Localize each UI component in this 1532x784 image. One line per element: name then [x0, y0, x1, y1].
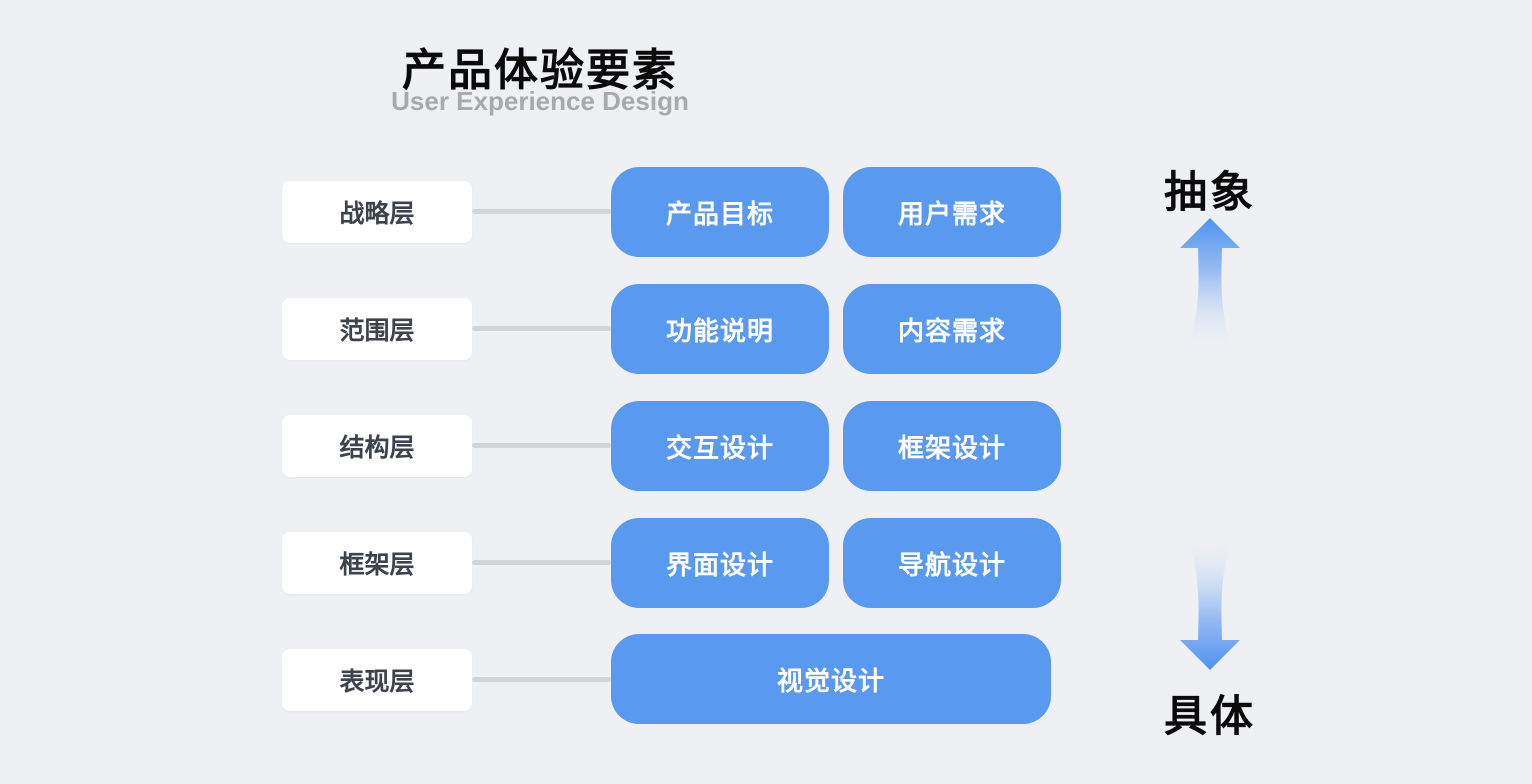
connector-line — [472, 560, 611, 565]
node-interface-design: 界面设计 — [611, 518, 829, 608]
concrete-label: 具体 — [1164, 693, 1256, 741]
node-interaction-design: 交互设计 — [611, 401, 829, 491]
node-functional-spec: 功能说明 — [611, 284, 829, 374]
connector-line — [472, 209, 611, 214]
abstract-label: 抽象 — [1164, 169, 1256, 217]
layer-label-structure: 结构层 — [282, 415, 472, 477]
connector-line — [472, 326, 611, 331]
connector-line — [472, 677, 611, 682]
node-user-needs: 用户需求 — [843, 167, 1061, 257]
connector-line — [472, 443, 611, 448]
page-subtitle: User Experience Design — [391, 86, 689, 116]
layer-label-skeleton: 框架层 — [282, 532, 472, 594]
layer-label-surface: 表现层 — [282, 649, 472, 711]
node-product-goal: 产品目标 — [611, 167, 829, 257]
down-gradient-arrow-icon — [1180, 540, 1240, 670]
layer-label-strategy: 战略层 — [282, 181, 472, 243]
page-title: 产品体验要素 — [402, 46, 678, 95]
layer-label-scope: 范围层 — [282, 298, 472, 360]
node-information-architecture: 框架设计 — [843, 401, 1061, 491]
node-visual-design: 视觉设计 — [611, 634, 1051, 724]
node-content-requirements: 内容需求 — [843, 284, 1061, 374]
up-gradient-arrow-icon — [1180, 218, 1240, 348]
node-navigation-design: 导航设计 — [843, 518, 1061, 608]
